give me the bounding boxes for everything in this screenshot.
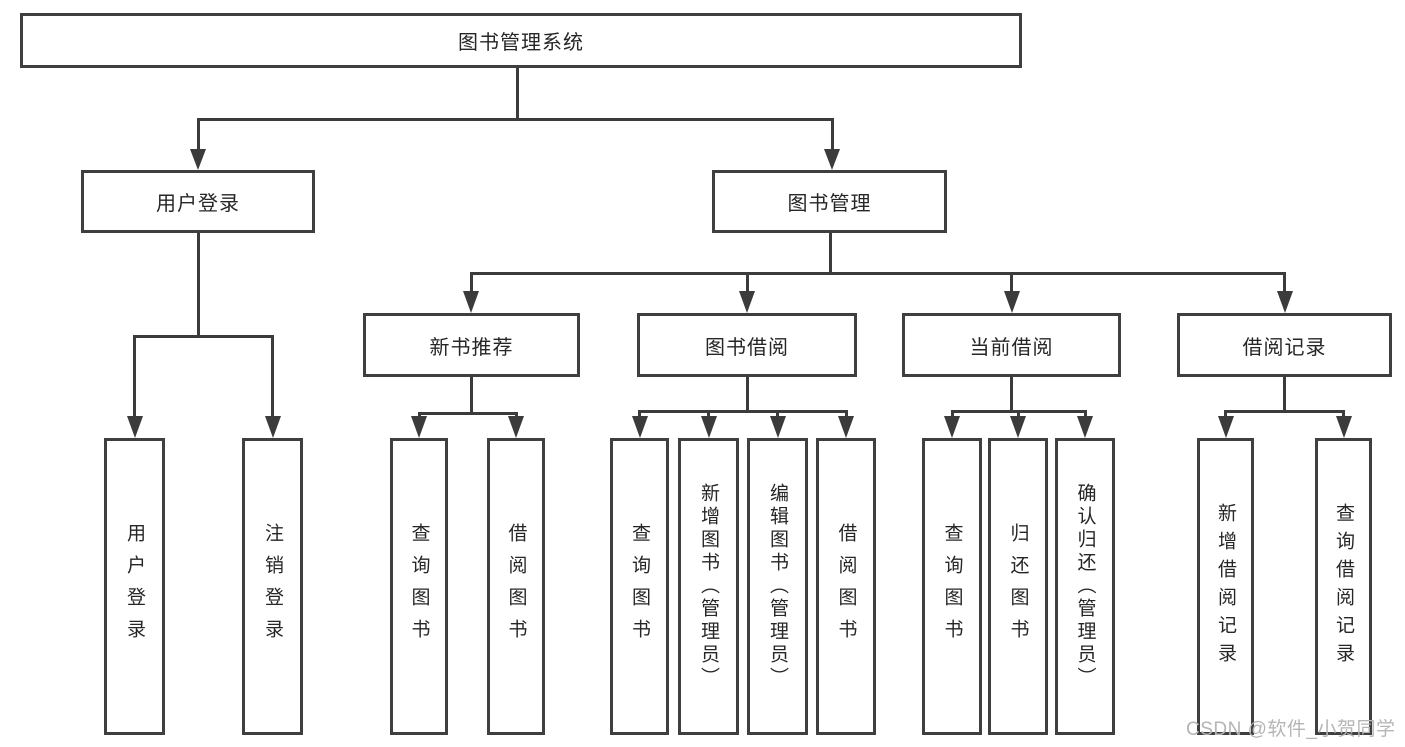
connector-hline: [418, 412, 517, 415]
node-book-borrowing: 图书借阅: [637, 313, 857, 377]
arrow-down-icon: [1336, 416, 1352, 438]
leaf-query-borrow-record: 查询借阅记录: [1315, 438, 1372, 735]
leaf-edit-books-admin-label: 编辑图书（管理员）: [767, 483, 788, 690]
connector-vline: [197, 233, 200, 335]
node-system-root: 图书管理系统: [20, 13, 1022, 68]
leaf-borrow-books-borrowing-label: 借阅图书: [835, 522, 857, 651]
connector-vline: [1010, 272, 1013, 294]
connector-vline: [638, 410, 641, 418]
node-user-login: 用户登录: [81, 170, 315, 233]
node-new-book-recommendation: 新书推荐: [363, 313, 580, 377]
leaf-query-borrow-record-label: 查询借阅记录: [1333, 502, 1354, 671]
connector-vline: [470, 272, 473, 294]
connector-hline: [197, 118, 834, 121]
leaf-borrow-books-recommend: 借阅图书: [487, 438, 545, 735]
arrow-down-icon: [411, 416, 427, 438]
arrow-down-icon: [739, 291, 755, 313]
node-book-management: 图书管理: [712, 170, 947, 233]
arrow-down-icon: [632, 416, 648, 438]
leaf-borrow-books-borrowing: 借阅图书: [816, 438, 876, 735]
node-borrowing-records-label: 借阅记录: [1242, 336, 1327, 359]
arrow-down-icon: [265, 416, 281, 438]
connector-hline: [638, 410, 847, 413]
leaf-borrow-books-recommend-label: 借阅图书: [505, 522, 527, 651]
leaf-query-books-borrowing: 查询图书: [610, 438, 669, 735]
leaf-confirm-return-admin: 确认归还（管理员）: [1055, 438, 1115, 735]
connector-vline: [831, 118, 834, 151]
arrow-down-icon: [944, 416, 960, 438]
leaf-user-login: 用户登录: [104, 438, 165, 735]
connector-vline: [1017, 410, 1020, 418]
node-current-borrowing-label: 当前借阅: [969, 336, 1054, 359]
connector-vline: [133, 335, 136, 419]
connector-vline: [1224, 410, 1227, 418]
node-system-root-label: 图书管理系统: [458, 32, 584, 54]
arrow-down-icon: [1010, 416, 1026, 438]
arrow-down-icon: [1277, 291, 1293, 313]
connector-vline: [1342, 410, 1345, 418]
connector-vline: [1283, 377, 1286, 410]
connector-vline: [776, 410, 779, 418]
arrow-down-icon: [1077, 416, 1093, 438]
node-new-book-recommendation-label: 新书推荐: [429, 336, 514, 359]
node-current-borrowing: 当前借阅: [902, 313, 1121, 377]
connector-vline: [746, 272, 749, 294]
leaf-query-books-current: 查询图书: [922, 438, 982, 735]
arrow-down-icon: [838, 416, 854, 438]
connector-hline: [133, 335, 273, 338]
leaf-return-books-label: 归还图书: [1007, 522, 1029, 651]
connector-vline: [1283, 272, 1286, 294]
leaf-add-books-admin-label: 新增图书（管理员）: [698, 483, 719, 690]
leaf-logout-label: 注销登录: [262, 522, 283, 651]
leaf-add-borrow-record-label: 新增借阅记录: [1215, 502, 1236, 671]
arrow-down-icon: [770, 416, 786, 438]
leaf-confirm-return-admin-label: 确认归还（管理员）: [1074, 483, 1096, 690]
connector-vline: [197, 118, 200, 151]
connector-vline: [951, 410, 954, 418]
connector-vline: [845, 410, 848, 418]
leaf-query-books-current-label: 查询图书: [941, 522, 963, 651]
node-book-borrowing-label: 图书借阅: [705, 336, 789, 359]
connector-vline: [271, 335, 274, 419]
leaf-user-login-label: 用户登录: [124, 522, 145, 651]
leaf-edit-books-admin: 编辑图书（管理员）: [747, 438, 808, 735]
arrow-down-icon: [701, 416, 717, 438]
node-book-management-label: 图书管理: [787, 193, 872, 215]
connector-vline: [470, 377, 473, 412]
arrow-down-icon: [190, 149, 206, 170]
node-borrowing-records: 借阅记录: [1177, 313, 1392, 377]
leaf-return-books: 归还图书: [988, 438, 1048, 735]
arrow-down-icon: [824, 149, 840, 170]
connector-vline: [1010, 377, 1013, 410]
connector-vline: [829, 233, 832, 272]
node-user-login-label: 用户登录: [156, 193, 240, 215]
arrow-down-icon: [127, 416, 143, 438]
leaf-add-borrow-record: 新增借阅记录: [1197, 438, 1254, 735]
watermark: CSDN @软件_小贺同学: [1186, 719, 1396, 740]
connector-vline: [707, 410, 710, 418]
leaf-query-books-recommend: 查询图书: [390, 438, 448, 735]
leaf-add-books-admin: 新增图书（管理员）: [678, 438, 739, 735]
arrow-down-icon: [1004, 291, 1020, 313]
leaf-logout: 注销登录: [242, 438, 303, 735]
connector-hline: [1224, 410, 1344, 413]
leaf-query-books-borrowing-label: 查询图书: [629, 522, 650, 651]
connector-vline: [746, 377, 749, 410]
connector-vline: [516, 68, 519, 118]
arrow-down-icon: [508, 416, 524, 438]
leaf-query-books-recommend-label: 查询图书: [408, 522, 430, 651]
arrow-down-icon: [1218, 416, 1234, 438]
connector-hline: [470, 272, 1286, 275]
connector-vline: [1084, 410, 1087, 418]
arrow-down-icon: [463, 291, 479, 313]
